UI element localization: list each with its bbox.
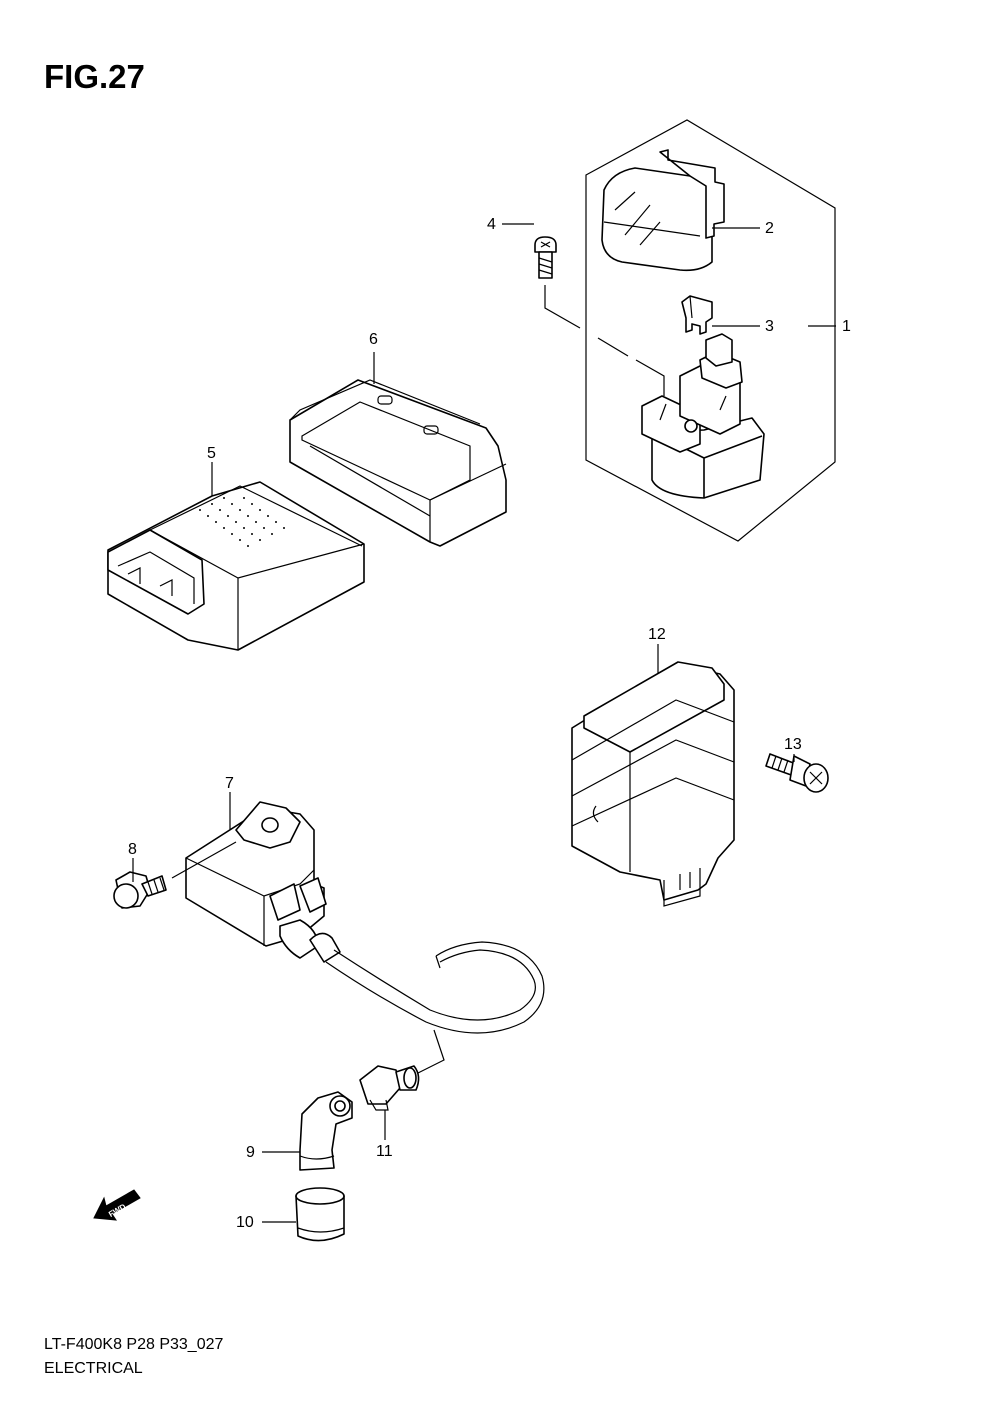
callout-10: 10 (236, 1214, 254, 1231)
callout-1: 1 (842, 318, 851, 335)
part-10-cover (295, 1187, 345, 1242)
part-7-ignition-coil (185, 801, 341, 963)
leader-4-dash-b (597, 337, 629, 357)
callout-6: 6 (369, 331, 378, 348)
diagram-name: ELECTRICAL (44, 1360, 143, 1377)
callout-13: 13 (784, 736, 802, 753)
leader-4-dash-c (635, 359, 665, 396)
part-3-fuse (681, 295, 713, 335)
part-13-bolt (765, 753, 829, 793)
part-1-relay (641, 333, 765, 499)
callout-8: 8 (128, 841, 137, 858)
callout-11: 11 (376, 1143, 393, 1160)
leader-4-dash-a (544, 285, 581, 329)
callout-4: 4 (487, 216, 496, 233)
callout-leaders (132, 223, 836, 1223)
callout-7: 7 (225, 775, 234, 792)
part-6-holder (289, 379, 507, 547)
diagram-code: LT-F400K8 P28 P33_027 (44, 1336, 224, 1353)
callout-3: 3 (765, 318, 774, 335)
fwd-arrow-icon: FWD (93, 1189, 141, 1221)
ecm-label-dots (199, 497, 285, 547)
part-9-plug-cap (299, 1091, 353, 1171)
callout-5: 5 (207, 445, 216, 462)
leader-8-bolt (171, 841, 237, 879)
callout-2: 2 (765, 220, 774, 237)
callout-12: 12 (648, 626, 666, 643)
part-4-screw (534, 236, 557, 279)
ignition-cord (325, 941, 545, 1079)
callout-9: 9 (246, 1144, 255, 1161)
part-5-ecm (107, 481, 365, 651)
part-11-adapter (359, 1065, 420, 1111)
figure-title: FIG.27 (44, 58, 145, 95)
assembly-1-outline (585, 119, 836, 542)
part-12-regulator (571, 661, 735, 907)
part-2-cap (601, 149, 725, 272)
part-8-bolt (113, 871, 167, 909)
